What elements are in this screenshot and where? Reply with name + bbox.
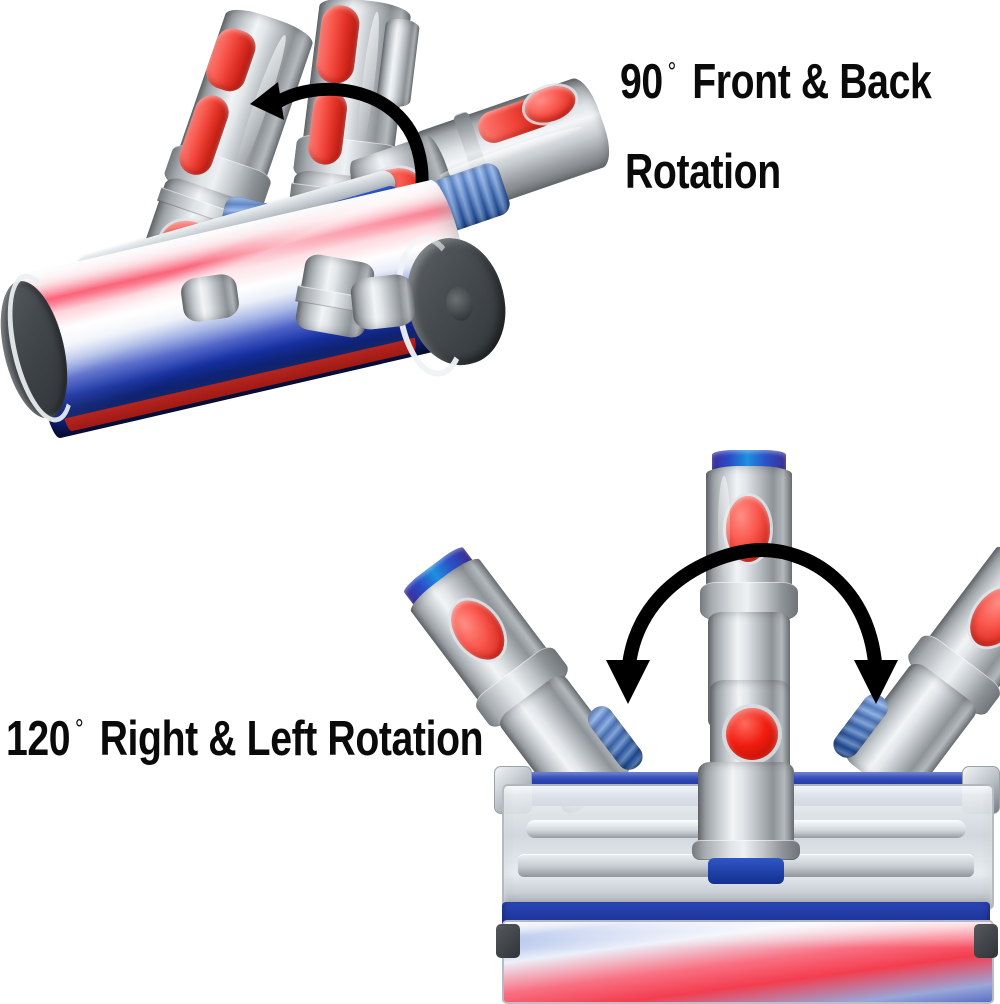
head-pivot-right: [349, 272, 417, 332]
angle-value-top: 90: [620, 55, 663, 109]
caption-top-line1: 90° Front & Back: [620, 55, 932, 109]
head-corner-right: [974, 924, 998, 958]
angle-value-bottom: 120: [6, 712, 71, 766]
roller-gloss: [504, 922, 992, 948]
right-left-rotation-diagram: [401, 440, 1000, 1004]
caption-top-text: Front & Back: [692, 55, 932, 109]
front-back-rotation-diagram: [0, 0, 640, 500]
head-mount-blue-insert: [708, 858, 784, 884]
degree-symbol-top: °: [667, 56, 677, 87]
release-button-main[interactable]: [726, 708, 778, 760]
right-left-rotation-arrow: [606, 542, 898, 704]
head-corner-left: [496, 924, 520, 958]
caption-bottom-line1: 120° Right & Left Rotation: [6, 712, 484, 766]
soft-roller-brush: [502, 920, 994, 1004]
soft-roller-cleaner-head-top-view: [492, 762, 1000, 1004]
caption-top-line2: Rotation: [625, 145, 781, 199]
degree-symbol-bottom: °: [75, 713, 84, 744]
caption-bottom-text: Right & Left Rotation: [99, 712, 484, 766]
head-mount-collar: [692, 840, 800, 860]
soft-roller-cleaner-head: [0, 158, 518, 470]
